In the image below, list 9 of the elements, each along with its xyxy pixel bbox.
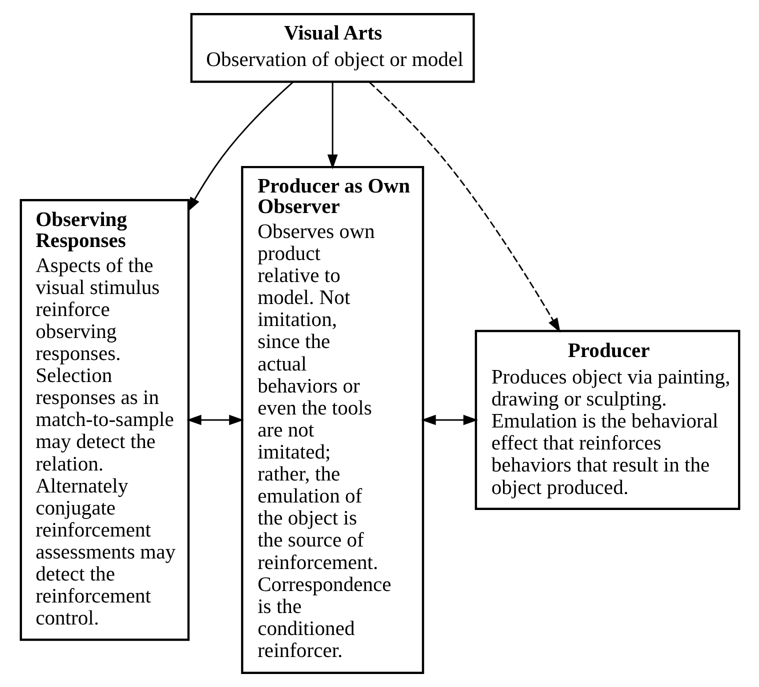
node-box: Visual Arts Observation of object or model [190, 13, 474, 83]
arrow [186, 414, 244, 426]
node-box: Observing Responses Aspects of the visual stimulus reinforce observing responses. Selection responses as in match-to-sample may detect the relation. Alternately conjugate reinforcement assessments may detect the reinforcement control. [19, 199, 190, 641]
arrow [420, 414, 478, 426]
arrow [368, 81, 560, 333]
node-box: Producer as Own Observer Observes own product relative to model. Not imitation, since the actual behaviors or even the tools are not imitated; rather, the emulation of the object is the source of reinforcement. Correspondence is the conditioned reinforcer. [240, 166, 424, 674]
arrow [326, 82, 338, 170]
arrow [187, 81, 294, 212]
node-box: Producer Produces object via painting, drawing or sculpting. Emulation is the behavioral effect that reinforces behaviors that result in the object produced. [474, 330, 740, 510]
